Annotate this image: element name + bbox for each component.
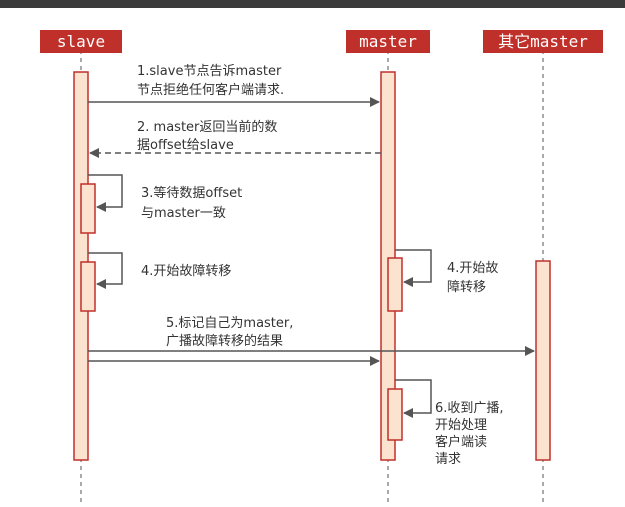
message-3-line-1: 3.等待数据offset <box>141 185 242 201</box>
message-4-master-line-2: 障转移 <box>447 280 486 295</box>
message-1-label: 1.slave节点告诉master 节点拒绝任何客户端请求. <box>137 64 285 98</box>
activation-slave-wait <box>80 183 96 234</box>
message-4-slave-label: 4.开始故障转移 <box>141 264 231 279</box>
message-6-line-4: 请求 <box>435 452 461 467</box>
message-6-line-1: 6.收到广播, <box>435 401 504 416</box>
activation-slave-failover <box>80 261 96 312</box>
message-4-slave-self-arrow <box>88 252 123 289</box>
message-3-line-2: 与master一致 <box>141 206 226 221</box>
participant-master: master <box>346 30 430 53</box>
message-2-label: 2. master返回当前的数 据offset给slave <box>137 119 282 153</box>
message-2-line-1: 2. master返回当前的数 <box>137 119 277 135</box>
message-6-label: 6.收到广播, 开始处理 客户端读 请求 <box>435 401 508 467</box>
participant-slave-label: slave <box>57 32 105 51</box>
message-1-line-1: 1.slave节点告诉master <box>137 64 282 79</box>
participant-master-label: master <box>359 32 417 51</box>
message-5-label: 5.标记自己为master, 广播故障转移的结果 <box>166 316 298 349</box>
activation-master-receive <box>387 388 403 441</box>
message-5-line-1: 5.标记自己为master, <box>166 316 293 331</box>
participant-other-master: 其它master <box>483 30 603 53</box>
message-5-line-2: 广播故障转移的结果 <box>166 333 283 349</box>
message-6-line-2: 开始处理 <box>435 418 487 433</box>
message-1-line-2: 节点拒绝任何客户端请求. <box>137 82 284 98</box>
message-4-master-self-arrow <box>395 249 432 287</box>
message-4-slave-line-1: 4.开始故障转移 <box>141 264 231 279</box>
message-6-line-3: 客户端读 <box>435 434 487 450</box>
message-4-master-label: 4.开始故 障转移 <box>447 261 503 295</box>
message-4-master-line-1: 4.开始故 <box>447 261 498 276</box>
message-6-self-arrow <box>395 379 432 418</box>
activation-master-failover <box>387 257 403 312</box>
message-2-line-2: 据offset给slave <box>137 138 234 153</box>
participant-slave: slave <box>40 30 122 53</box>
message-3-self-arrow <box>88 174 123 212</box>
activation-other-master <box>535 260 551 461</box>
message-3-label: 3.等待数据offset 与master一致 <box>141 185 246 221</box>
window-top-bar <box>0 0 625 8</box>
participant-other-master-label: 其它master <box>498 32 588 51</box>
